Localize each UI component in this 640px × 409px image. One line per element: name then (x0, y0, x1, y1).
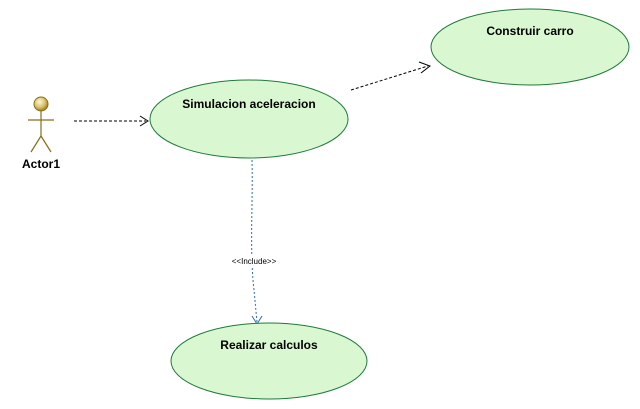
actor-label: Actor1 (22, 157, 60, 171)
use-case-label: Construir carro (486, 24, 573, 38)
association-simulacion-construir[interactable] (350, 61, 432, 91)
association-line (350, 65, 429, 91)
actor-left-leg-icon (30, 135, 42, 153)
use-case-ellipse (430, 8, 630, 86)
include-stereotype-label: <<Include>> (232, 257, 277, 266)
use-case-label: Simulacion aceleracion (182, 97, 315, 111)
use-case-simulacion-aceleracion[interactable]: Simulacion aceleracion (149, 79, 349, 159)
use-case-realizar-calculos[interactable]: Realizar calculos (170, 322, 368, 400)
association-actor-simulacion[interactable] (74, 115, 149, 127)
arrow-head-icon (418, 61, 432, 74)
actor-right-leg-icon (40, 135, 52, 153)
use-case-construir-carro[interactable]: Construir carro (430, 8, 630, 86)
include-line (251, 159, 258, 323)
use-case-ellipse (170, 322, 368, 400)
relationships: <<Include>> (74, 61, 432, 325)
actor-head-icon (33, 96, 49, 112)
arrow-head-icon (139, 115, 149, 127)
use-case-label: Realizar calculos (220, 338, 318, 352)
actor-actor1[interactable]: Actor1 (22, 96, 60, 171)
use-case-ellipse (149, 79, 349, 159)
include-label-background (226, 255, 282, 267)
include-simulacion-realizar[interactable]: <<Include>> (226, 159, 282, 325)
